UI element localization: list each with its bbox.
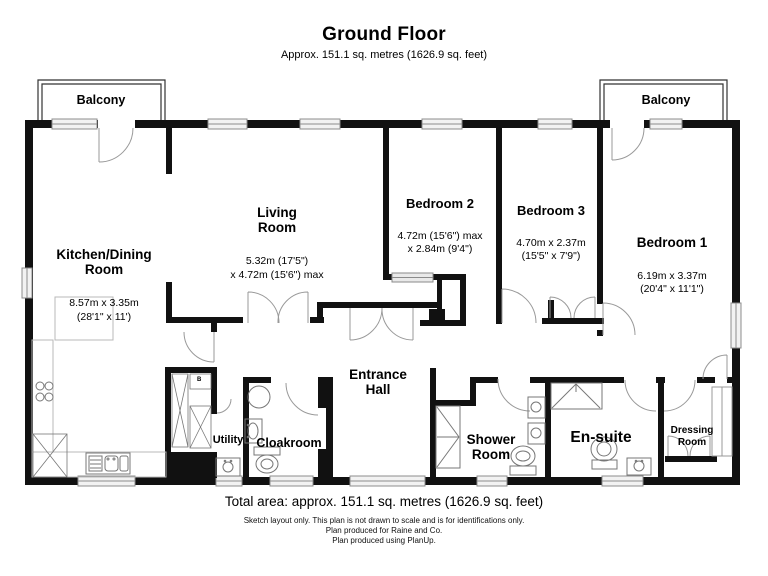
exterior-door-openings [98,119,644,129]
room-name: Utility [212,433,244,446]
hob-icon [35,381,54,402]
appliance-icon [32,433,68,478]
door-arc [183,331,215,363]
door-arc [624,379,657,412]
door-arc [98,127,134,163]
basin-icon [626,457,652,476]
door-arc [702,354,728,380]
toilet-icon [590,436,618,470]
room-dims: 4.70m x 2.37m (15'5" x 7'9") [516,237,586,263]
room-label-dressing: Dressing Room [671,406,714,468]
utility-cupboard-icon [171,373,212,449]
room-name: Entrance Hall [349,366,407,398]
door-arc [573,296,596,319]
room-name: Cloakroom [256,435,322,450]
toilet-icon [509,445,537,476]
room-name: Dressing Room [670,424,714,449]
door-arc [497,378,531,412]
room-label-entrance-hall: Entrance Hall [349,348,407,416]
room-label-bedroom2: Bedroom 2 4.72m (15'6") max x 2.84m (9'4… [397,177,482,275]
balcony-left-outline [37,79,166,120]
door-arcs [98,127,728,457]
room-dims: 8.57m x 3.35m (28'1" x 11') [69,297,139,323]
closet-sliding-door [391,272,434,283]
boiler-label: B [197,377,202,383]
door-arc [663,379,696,412]
door-arc [216,398,232,414]
page-title: Ground Floor [322,24,446,45]
room-name: Living Room [257,204,297,236]
basin-icon [527,396,546,445]
door-arc [501,288,537,324]
page-subtitle: Approx. 151.1 sq. metres (1626.9 sq. fee… [280,49,488,61]
door-arc [285,382,319,416]
door-arc [689,435,711,457]
balcony-right-outline [599,79,728,120]
room-label-ensuite: En-suite [570,410,631,465]
kitchen-sink-icon [85,452,131,475]
disclaimer-note: Sketch layout only. This plan is not dra… [243,516,525,525]
door-arc [602,302,636,336]
room-dims: 6.19m x 3.37m (20'4" x 11'1") [637,269,707,295]
room-name: Bedroom 2 [406,195,474,211]
basin-icon [215,457,241,477]
shower-icon [435,405,461,469]
produced-for-note: Plan produced for Raine and Co. [325,526,443,535]
balcony-right-label: Balcony [641,93,691,107]
room-label-bedroom3: Bedroom 3 4.70m x 2.37m (15'5" x 7'9") [516,184,585,282]
room-dims: 4.72m (15'6") max x 2.84m (9'4") [397,230,483,256]
room-label-cloakroom: Cloakroom [256,417,321,469]
door-arc [667,435,689,457]
room-dims: 5.32m (17'5") x 4.72m (15'6") max [230,255,324,281]
room-name: Bedroom 3 [517,202,585,218]
shower-icon [550,382,603,410]
room-label-living: Living Room 5.32m (17'5") x 4.72m (15'6"… [230,186,323,300]
room-name: En-suite [570,428,632,446]
boiler-cupboard-icon [189,373,212,390]
room-name: Kitchen/Dining Room [56,246,152,278]
room-label-shower-room: Shower Room [467,413,516,481]
wardrobe-icon [711,386,733,457]
door-arc [381,307,414,341]
door-arc [611,127,645,161]
room-name: Shower Room [466,431,516,463]
room-name: Bedroom 1 [636,234,708,250]
door-arc [277,291,309,324]
total-area-text: Total area: approx. 151.1 sq. metres (16… [224,494,544,509]
door-arc [549,296,572,319]
balcony-left-label: Balcony [76,93,126,107]
produced-using-note: Plan produced using PlanUp. [332,536,436,545]
interior-walls [165,128,740,478]
windows [21,118,742,487]
room-label-kitchen-dining: Kitchen/Dining Room 8.57m x 3.35m (28'1"… [56,228,151,342]
toilet-icon [253,446,281,474]
room-label-utility: Utility [213,415,244,465]
door-arc [349,307,383,341]
room-label-bedroom1: Bedroom 1 6.19m x 3.37m (20'4" x 11'1") [637,216,708,315]
cloakroom-basin-icon [244,385,271,444]
